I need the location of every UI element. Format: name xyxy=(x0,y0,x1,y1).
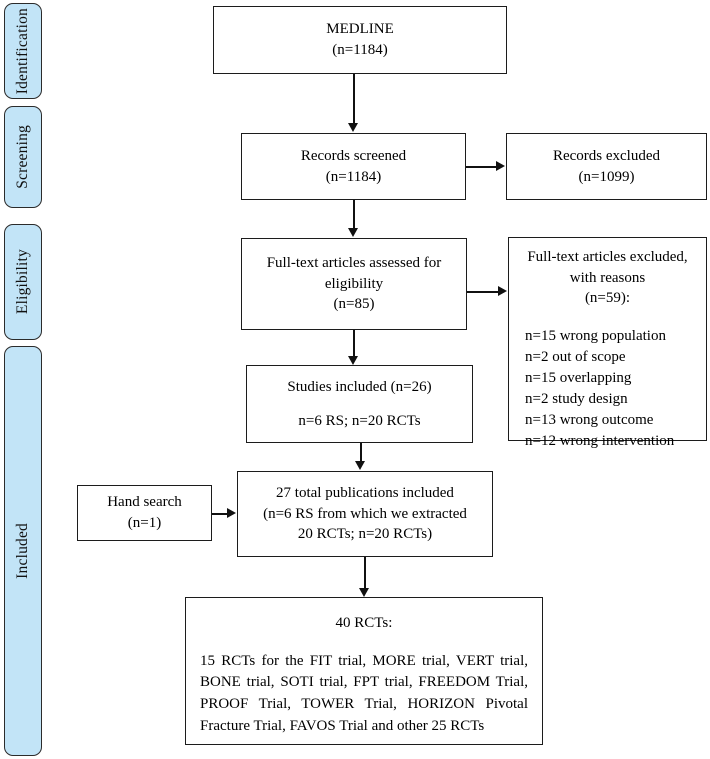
box-final-rcts-body: 15 RCTs for the FIT trial, MORE trial, V… xyxy=(200,652,528,734)
exclusion-reason-item: n=12 wrong intervention xyxy=(525,433,675,450)
connector-studies-to-total xyxy=(360,443,362,462)
box-fulltext-assessed-line3: (n=85) xyxy=(333,296,375,313)
arrowhead-studies-to-total xyxy=(355,461,365,470)
connector-screened-to-fulltext xyxy=(353,200,355,229)
stage-tab-eligibility: Eligibility xyxy=(4,224,42,340)
exclusion-reason-item: n=2 out of scope xyxy=(525,349,626,366)
box-medline: MEDLINE (n=1184) xyxy=(213,6,507,74)
box-records-screened: Records screened (n=1184) xyxy=(241,133,466,200)
box-final-rcts: 40 RCTs: 15 RCTs for the FIT trial, MORE… xyxy=(185,597,543,745)
connector-fulltext-to-excluded xyxy=(467,291,499,293)
connector-fulltext-to-studies xyxy=(353,330,355,357)
arrowhead-fulltext-to-studies xyxy=(348,356,358,365)
stage-tab-identification-label: Identification xyxy=(14,7,31,95)
stage-tab-included: Included xyxy=(4,346,42,756)
exclusion-reason-item: n=15 overlapping xyxy=(525,370,632,387)
arrowhead-fulltext-to-excluded xyxy=(498,286,507,296)
arrowhead-hand-to-total xyxy=(227,508,236,518)
arrowhead-screened-to-excluded xyxy=(496,161,505,171)
box-total-publications-line3: 20 RCTs; n=20 RCTs) xyxy=(297,526,433,543)
box-hand-search-line2: (n=1) xyxy=(127,515,162,531)
connector-medline-to-screened xyxy=(353,74,355,124)
box-total-publications-line1: 27 total publications included xyxy=(276,484,454,501)
box-final-rcts-title: 40 RCTs: xyxy=(335,615,393,631)
box-studies-included: Studies included (n=26) n=6 RS; n=20 RCT… xyxy=(246,365,473,443)
box-hand-search: Hand search (n=1) xyxy=(77,485,212,541)
box-records-screened-line2: (n=1184) xyxy=(325,168,382,185)
box-fulltext-excluded: Full-text articles excluded, with reason… xyxy=(508,237,707,449)
connector-total-to-rcts xyxy=(364,557,366,589)
box-hand-search-line1: Hand search xyxy=(107,494,182,511)
box-records-excluded: Records excluded (n=1099) xyxy=(506,133,707,200)
stage-tab-screening: Screening xyxy=(4,106,42,208)
box-studies-included-line1: Studies included (n=26) xyxy=(287,378,432,395)
box-fulltext-excluded-line3: (n=59): xyxy=(584,290,631,307)
stage-tab-screening-label: Screening xyxy=(14,125,31,189)
arrowhead-total-to-rcts xyxy=(359,588,369,597)
box-medline-line1: MEDLINE xyxy=(326,21,394,38)
exclusion-reason-item: n=2 study design xyxy=(525,391,628,408)
arrowhead-medline-to-screened xyxy=(348,123,358,132)
box-records-excluded-line2: (n=1099) xyxy=(578,168,635,185)
box-total-publications-line2: (n=6 RS from which we extracted xyxy=(263,505,467,522)
box-medline-line2: (n=1184) xyxy=(332,42,388,58)
box-records-screened-line1: Records screened xyxy=(300,147,407,164)
stage-tab-included-label: Included xyxy=(14,523,31,579)
stage-tab-eligibility-label: Eligibility xyxy=(14,249,31,315)
box-records-excluded-line1: Records excluded xyxy=(552,147,661,164)
box-fulltext-assessed: Full-text articles assessed for eligibil… xyxy=(241,238,467,330)
box-total-publications: 27 total publications included (n=6 RS f… xyxy=(237,471,493,557)
box-fulltext-excluded-line2: with reasons xyxy=(569,269,646,286)
box-fulltext-assessed-line1: Full-text articles assessed for xyxy=(266,254,442,271)
box-fulltext-assessed-line2: eligibility xyxy=(324,275,384,292)
exclusion-reason-list: n=15 wrong population n=2 out of scope n… xyxy=(517,326,698,452)
box-studies-included-line2: n=6 RS; n=20 RCTs xyxy=(298,412,421,429)
exclusion-reason-item: n=13 wrong outcome xyxy=(525,412,654,429)
stage-tab-identification: Identification xyxy=(4,3,42,99)
box-fulltext-excluded-header: Full-text articles excluded, with reason… xyxy=(517,247,698,309)
box-fulltext-excluded-line1: Full-text articles excluded, xyxy=(527,249,688,265)
connector-hand-to-total xyxy=(212,513,228,515)
exclusion-reason-item: n=15 wrong population xyxy=(525,328,666,345)
arrowhead-screened-to-fulltext xyxy=(348,228,358,237)
connector-screened-to-excluded xyxy=(466,166,497,168)
